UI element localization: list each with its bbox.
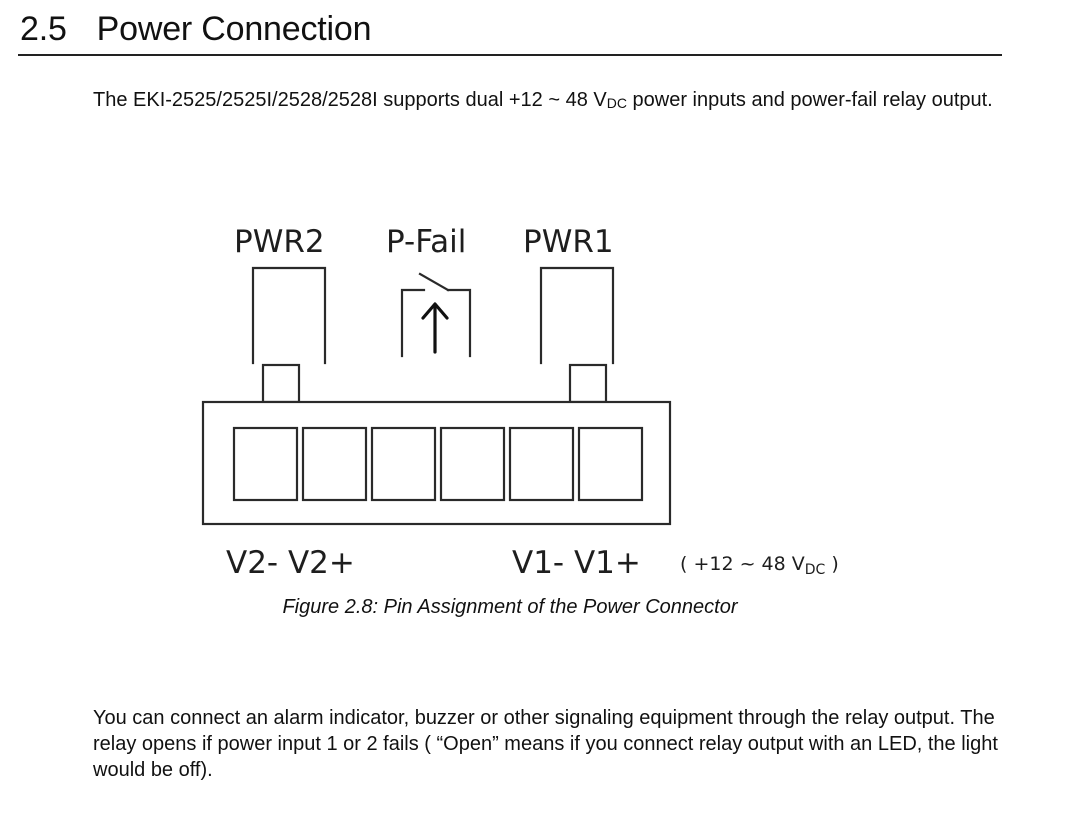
range-close: ) — [825, 553, 838, 575]
range-open: ( +12 ~ 48 V — [680, 553, 805, 575]
intro-text-before: The EKI-2525/2525I/2528/2528I supports d… — [93, 89, 607, 111]
figure-caption: Figure 2.8: Pin Assignment of the Power … — [282, 596, 738, 618]
pwr2-tab — [261, 363, 301, 404]
terminal-v1-minus — [508, 426, 575, 502]
v2-pins-label: V2- V2+ — [226, 545, 355, 581]
pwr1-bracket — [539, 266, 615, 365]
terminal-relay-1 — [370, 426, 437, 502]
arrow-up-icon — [421, 302, 449, 354]
section-title: Power Connection — [96, 10, 372, 48]
terminal-v2-minus — [232, 426, 299, 502]
relay-switch-arm — [418, 272, 450, 292]
pwr1-label: PWR1 — [523, 224, 614, 260]
section-number: 2.5 — [20, 10, 67, 48]
terminal-v1-plus — [577, 426, 644, 502]
intro-paragraph: The EKI-2525/2525I/2528/2528I supports d… — [93, 87, 1013, 113]
section-heading: 2.5 Power Connection — [20, 10, 372, 49]
pwr1-tab — [568, 363, 608, 404]
pwr2-bracket — [251, 266, 327, 365]
relay-paragraph: You can connect an alarm indicator, buzz… — [93, 707, 998, 781]
intro-subscript: DC — [606, 95, 627, 111]
voltage-range-label: ( +12 ~ 48 VDC ) — [680, 553, 839, 578]
terminal-v2-plus — [301, 426, 368, 502]
relay-right-contact — [446, 288, 472, 358]
intro-text-after: power inputs and power-fail relay output… — [626, 89, 993, 111]
relay-left-contact — [400, 288, 426, 358]
pfail-label: P-Fail — [386, 224, 466, 260]
range-subscript: DC — [805, 562, 826, 578]
v1-pins-label: V1- V1+ — [512, 545, 641, 581]
terminal-relay-2 — [439, 426, 506, 502]
pwr2-label: PWR2 — [234, 224, 325, 260]
heading-rule — [18, 54, 1002, 56]
